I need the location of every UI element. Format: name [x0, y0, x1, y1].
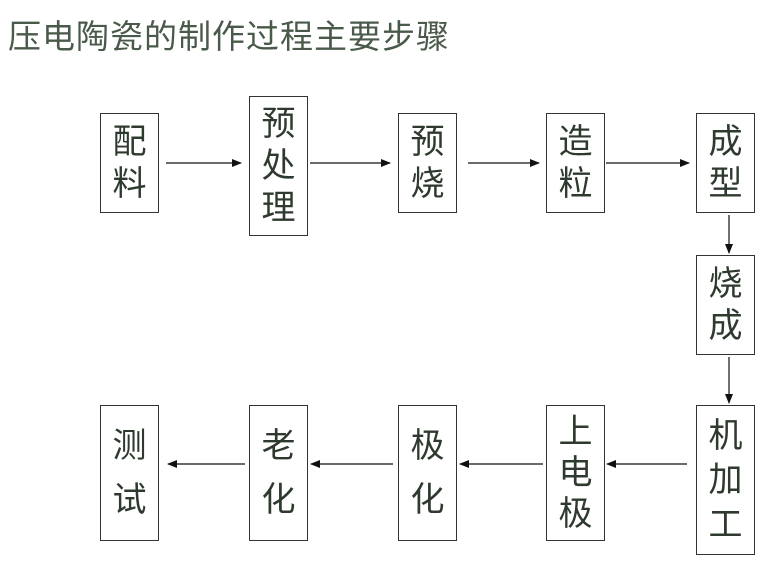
step-ceshi: 测试	[100, 405, 159, 541]
step-peiliao-char: 料	[112, 164, 147, 205]
step-laohua-char: 老	[261, 425, 296, 466]
step-shaocheng-char: 成	[708, 306, 743, 347]
step-peiliao-char: 配	[112, 121, 147, 162]
step-laohua-char: 化	[261, 480, 296, 521]
step-chengxing-char: 型	[708, 164, 743, 205]
step-jijiagong-char: 加	[708, 460, 743, 500]
step-yuchuli-char: 理	[261, 188, 296, 228]
step-peiliao: 配料	[100, 113, 159, 213]
step-ceshi-char: 试	[112, 480, 147, 521]
step-shaocheng-char: 烧	[708, 263, 743, 304]
step-shangdianji-char: 上	[558, 412, 593, 452]
step-yuchuli: 预处理	[249, 96, 308, 236]
step-yushao: 预烧	[398, 113, 457, 213]
page-title: 压电陶瓷的制作过程主要步骤	[8, 17, 450, 56]
step-jijiagong-char: 工	[708, 504, 743, 545]
step-yuchuli-char: 预	[261, 104, 296, 144]
step-ceshi-char: 测	[112, 425, 147, 466]
step-shaocheng: 烧成	[696, 255, 755, 355]
step-yushao-char: 烧	[410, 164, 445, 205]
step-shangdianji: 上电极	[546, 405, 605, 541]
step-jijiagong: 机加工	[696, 405, 755, 555]
step-yushao-char: 预	[410, 121, 445, 162]
step-jihua-char: 极	[410, 425, 445, 466]
step-jihua-char: 化	[410, 480, 445, 521]
step-jijiagong-char: 机	[708, 415, 743, 456]
step-yuchuli-char: 处	[261, 146, 296, 186]
step-jihua: 极化	[398, 405, 457, 541]
step-zaoli-char: 造	[558, 121, 593, 162]
step-zaoli: 造粒	[546, 113, 605, 213]
step-chengxing-char: 成	[708, 121, 743, 162]
step-laohua: 老化	[249, 405, 308, 541]
step-shangdianji-char: 极	[558, 494, 593, 534]
step-chengxing: 成型	[696, 113, 755, 213]
step-zaoli-char: 粒	[558, 164, 593, 205]
step-shangdianji-char: 电	[558, 453, 593, 493]
